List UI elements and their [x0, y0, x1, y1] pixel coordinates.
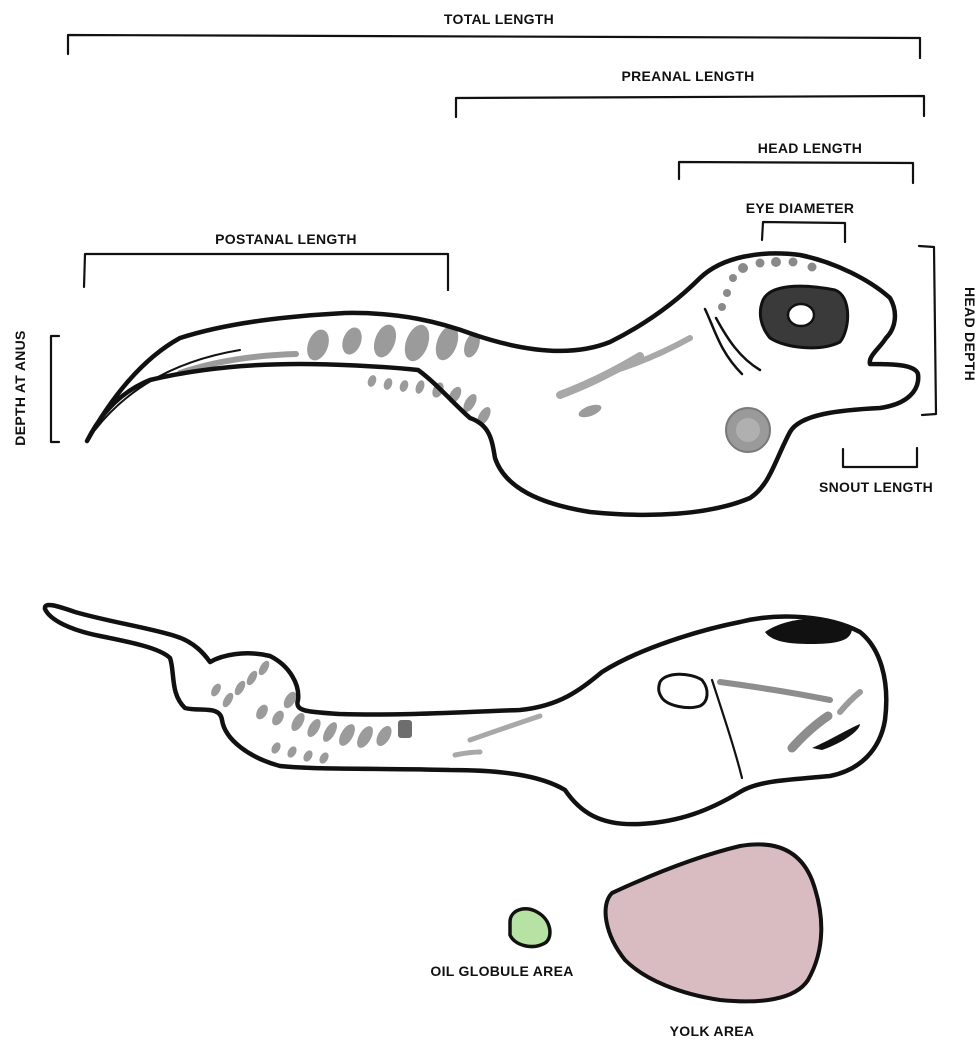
larva-top — [87, 253, 918, 514]
yolk-area-shape — [606, 844, 822, 1001]
bracket-postanal-length — [84, 254, 448, 290]
pigment-bands-top — [180, 321, 690, 427]
yolk-shape — [606, 844, 822, 1001]
globule-bottom — [659, 674, 707, 707]
opercle-line-bottom — [712, 680, 742, 778]
bracket-total-length — [68, 35, 920, 58]
opercle-line-top — [705, 309, 742, 374]
oil-globule-shape — [510, 909, 550, 947]
label-total-length: TOTAL LENGTH — [444, 11, 554, 27]
label-head-depth: HEAD DEPTH — [962, 287, 977, 381]
oil-globule-area-shape — [510, 909, 550, 947]
bracket-head-length — [679, 162, 913, 183]
bracket-eye-diameter — [762, 222, 845, 242]
oil-globule-top — [726, 408, 770, 452]
bracket-snout-length — [843, 448, 917, 467]
eye-top — [760, 286, 847, 348]
label-eye-diameter: EYE DIAMETER — [746, 200, 855, 216]
bracket-head-depth — [919, 246, 936, 415]
label-oil-globule-area: OIL GLOBULE AREA — [430, 963, 573, 979]
bracket-depth-at-anus — [51, 336, 59, 442]
opercle-line-inner-top — [716, 318, 760, 370]
larva-bottom — [45, 605, 886, 824]
label-yolk-area: YOLK AREA — [670, 1023, 755, 1039]
bracket-preanal-length — [456, 96, 924, 117]
label-snout-length: SNOUT LENGTH — [819, 479, 933, 495]
label-preanal-length: PREANAL LENGTH — [621, 68, 754, 84]
label-head-length: HEAD LENGTH — [758, 140, 862, 156]
label-postanal-length: POSTANAL LENGTH — [215, 231, 357, 247]
label-depth-at-anus: DEPTH AT ANUS — [12, 330, 28, 445]
larva-bottom-outline — [45, 605, 886, 824]
